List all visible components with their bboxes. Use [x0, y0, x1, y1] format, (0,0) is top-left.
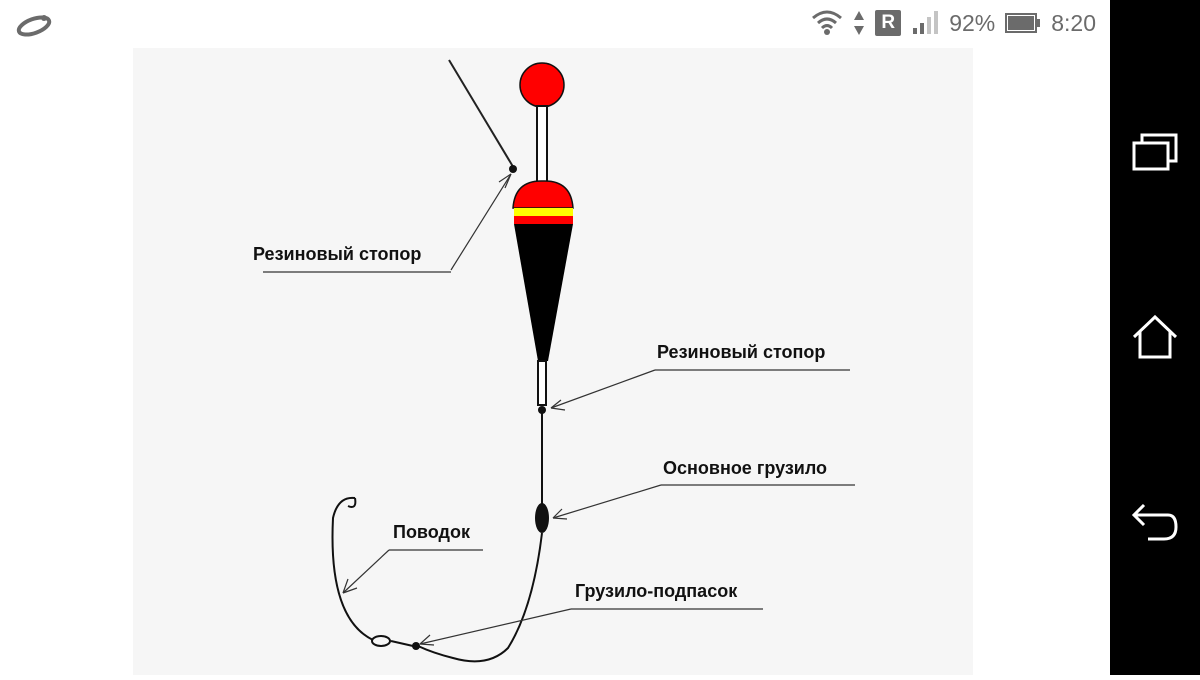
recent-apps-icon: [1132, 133, 1178, 171]
app-logo-icon: [16, 15, 52, 37]
clock: 8:20: [1051, 9, 1096, 36]
home-button[interactable]: [1110, 292, 1200, 382]
wifi-icon: [812, 10, 843, 35]
rig-drawing: [263, 59, 855, 663]
label-rubber-stopper-top: Резиновый стопор: [253, 244, 422, 264]
float-tip: [519, 62, 565, 108]
float-band: [514, 216, 573, 224]
label-main-sinker: Основное грузило: [663, 458, 828, 478]
label-leader: Поводок: [393, 522, 470, 542]
status-bar: R 92% 8:20: [0, 0, 1110, 46]
hook: [347, 497, 357, 508]
leader-line: [331, 496, 374, 641]
home-icon: [1132, 314, 1178, 359]
swivel: [371, 635, 391, 647]
fishing-rig-diagram: Резиновый стопор Резиновый стопор Основн…: [133, 48, 973, 675]
float-cap: [512, 180, 574, 209]
back-icon: [1131, 503, 1178, 541]
label-sub-sinker: Грузило-подпасок: [575, 581, 738, 601]
battery-icon: [1005, 13, 1041, 33]
status-icons: R 92% 8:20: [811, 0, 1096, 46]
signal-icon: [913, 11, 939, 34]
float-antenna: [536, 105, 548, 183]
roaming-icon: R: [875, 10, 902, 36]
float-stripe: [514, 208, 573, 216]
sub-sinker-shape: [412, 642, 420, 650]
back-button[interactable]: [1110, 478, 1200, 568]
label-rubber-stopper-bottom: Резиновый стопор: [657, 342, 826, 362]
data-arrows-icon: [854, 11, 865, 35]
battery-percent: 92%: [949, 9, 996, 36]
main-sinker-shape: [535, 503, 549, 533]
rubber-stopper-top: [509, 165, 517, 173]
main-line: [448, 59, 516, 171]
content-area: Резиновый стопор Резиновый стопор Основн…: [0, 46, 1110, 675]
float-keel: [537, 360, 547, 406]
recent-apps-button[interactable]: [1110, 106, 1200, 196]
float-body: [514, 224, 573, 361]
navigation-bar: [1110, 0, 1200, 675]
